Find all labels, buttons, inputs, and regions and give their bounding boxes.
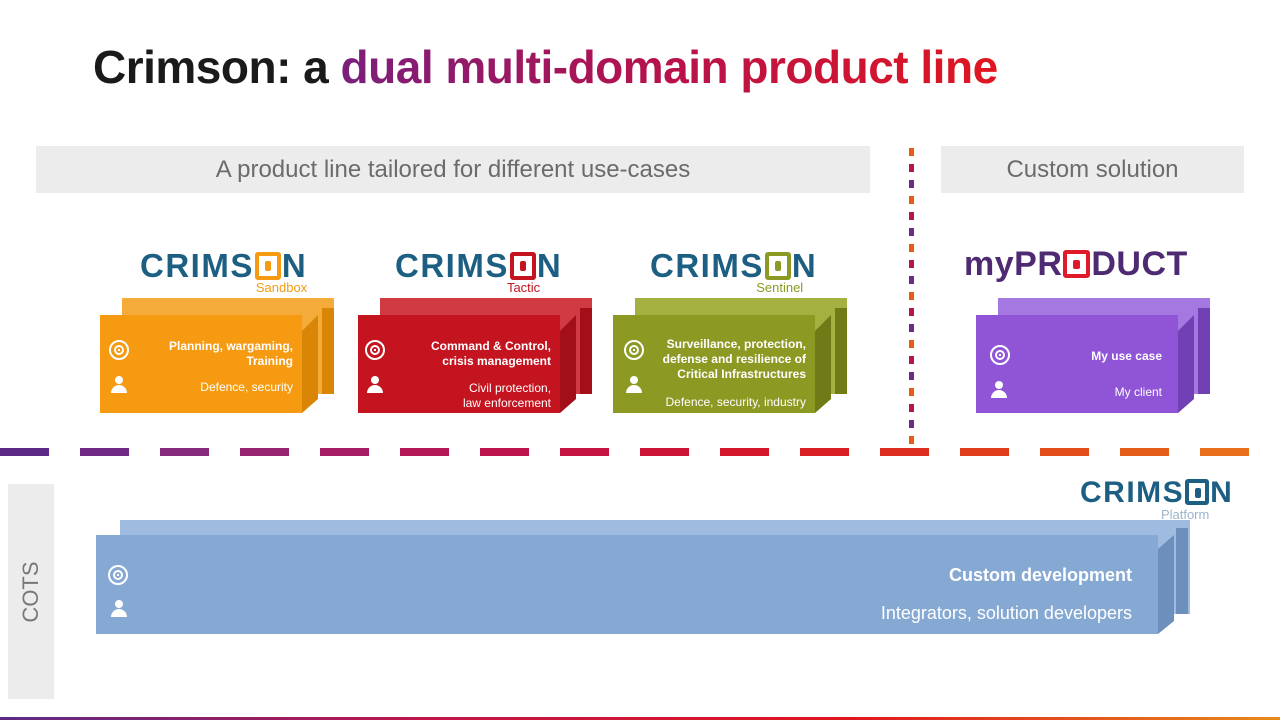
use-case-line: Critical Infrastructures <box>677 367 806 381</box>
card-front: My use case My client <box>976 315 1194 413</box>
use-case-text: Surveillance, protection, defense and re… <box>631 337 806 382</box>
users-line: Civil protection, <box>468 381 551 395</box>
card-front: Surveillance, protection, defense and re… <box>613 315 831 413</box>
target-icon <box>109 340 129 360</box>
target-icon <box>365 340 385 360</box>
bracket-icon <box>1063 250 1091 278</box>
card-tactic: Command & Control, crisis management Civ… <box>358 298 592 413</box>
banner-custom-solution: Custom solution <box>941 146 1244 193</box>
vertical-divider <box>909 148 914 448</box>
logo-crimson-sentinel: CRIMS N Sentinel <box>650 247 818 294</box>
card-back-edge <box>1198 308 1210 394</box>
use-case-text: Custom development <box>948 565 1132 585</box>
users-text: Civil protection, law enforcement <box>381 381 551 411</box>
logo-word: CRIMS <box>650 247 764 284</box>
use-case-line: crisis management <box>442 354 551 368</box>
logo-sub-platform: Platform <box>1160 507 1210 522</box>
card-front: Command & Control, crisis management Civ… <box>358 315 576 413</box>
use-case-line: Planning, wargaming, <box>168 339 293 353</box>
card-front: Custom development Integrators, solution… <box>96 535 1174 634</box>
target-icon <box>990 345 1010 365</box>
user-icon <box>625 376 643 394</box>
logo-crimson-platform: CRIMS N Platform <box>1080 476 1234 522</box>
logo-word: CRIMS <box>140 247 254 284</box>
logo-tail: N <box>791 247 818 284</box>
banner-product-line: A product line tailored for different us… <box>36 146 870 193</box>
title-part-2: dual multi-domain product line <box>340 41 999 93</box>
use-case-text: Command & Control, crisis management <box>381 339 551 369</box>
bracket-icon <box>1185 479 1210 505</box>
use-case-line: defense and resilience of <box>662 352 806 366</box>
card-sandbox: Planning, wargaming, Training Defence, s… <box>100 298 334 413</box>
title-part-1: Crimson: a <box>93 41 341 93</box>
card-platform: Custom development Integrators, solution… <box>96 520 1190 634</box>
logo-tail: N <box>1210 476 1234 509</box>
cots-label: COTS <box>18 560 43 623</box>
card-back-edge <box>835 308 847 394</box>
users-text: Defence, security <box>200 380 293 394</box>
logo-word: CRIMS <box>395 247 509 284</box>
user-icon <box>990 381 1008 399</box>
target-icon <box>108 565 128 585</box>
logo-sub-sentinel: Sentinel <box>756 280 804 295</box>
card-back-edge <box>580 308 592 394</box>
users-text: Integrators, solution developers <box>880 603 1132 623</box>
logo-sub-sandbox: Sandbox <box>255 280 308 295</box>
cots-label-box: COTS <box>8 484 54 699</box>
user-icon <box>110 600 128 618</box>
card-back-edge <box>322 308 334 394</box>
horizontal-divider <box>0 448 1280 456</box>
user-icon <box>110 376 128 394</box>
target-icon <box>624 340 644 360</box>
card-back-edge <box>1176 528 1188 614</box>
card-sentinel: Surveillance, protection, defense and re… <box>613 298 847 413</box>
use-case-line: Command & Control, <box>431 339 551 353</box>
logo-sub-tactic: Tactic <box>506 280 541 295</box>
bracket-icon <box>254 252 281 280</box>
logo-word-a: myPR <box>964 245 1063 283</box>
logo-word-b: DUCT <box>1091 245 1188 283</box>
user-icon <box>366 376 384 394</box>
logo-tail: N <box>536 247 563 284</box>
logo-crimson-sandbox: CRIMS N Sandbox <box>140 247 308 294</box>
bottom-gradient-line <box>0 717 1280 720</box>
page-title: Crimson: a dual multi-domain product lin… <box>93 40 998 94</box>
logo-tail: N <box>281 247 308 284</box>
card-front: Planning, wargaming, Training Defence, s… <box>100 315 318 413</box>
logo-crimson-tactic: CRIMS N Tactic <box>395 247 563 294</box>
use-case-text: My use case <box>1091 349 1162 363</box>
logo-word: CRIMS <box>1080 476 1185 509</box>
use-case-line: Training <box>246 354 293 368</box>
bracket-icon <box>509 252 536 280</box>
users-text: Defence, security, industry <box>665 395 806 409</box>
use-case-line: Surveillance, protection, <box>666 337 806 351</box>
use-case-text: Planning, wargaming, Training <box>123 339 293 369</box>
users-line: law enforcement <box>462 396 551 410</box>
card-custom: My use case My client <box>976 298 1210 413</box>
logo-myproduct: myPR DUCT <box>964 247 1188 281</box>
users-text: My client <box>1114 385 1162 399</box>
bracket-icon <box>764 252 791 280</box>
